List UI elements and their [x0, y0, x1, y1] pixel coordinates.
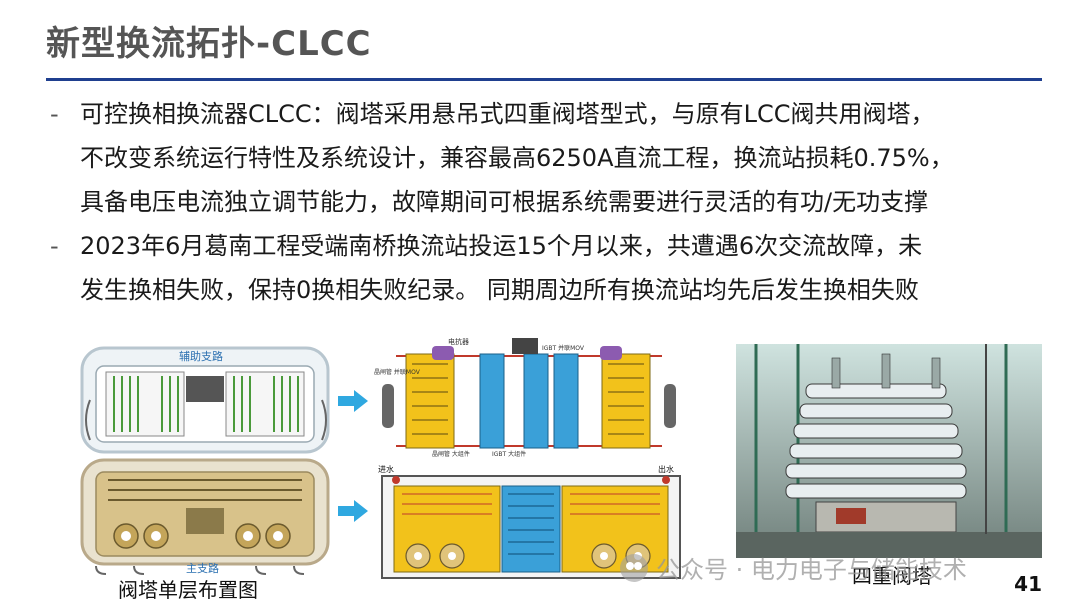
- bullet-item-1: - 可控换相换流器CLCC：阀塔采用悬吊式四重阀塔型式，与原有LCC阀共用阀塔，…: [46, 92, 1046, 224]
- left-figure-caption: 阀塔单层布置图: [118, 578, 258, 602]
- arrow-right-icon: [338, 500, 368, 522]
- bullet-marker: -: [50, 100, 59, 128]
- valve-layer-diagram: 辅助支路 主支路: [80, 346, 330, 575]
- igbt-module-label: IGBT 大组件: [492, 450, 526, 458]
- aux-branch-label: 辅助支路: [179, 349, 223, 363]
- main-branch-label: 主支路: [186, 562, 219, 575]
- bullet-list: - 可控换相换流器CLCC：阀塔采用悬吊式四重阀塔型式，与原有LCC阀共用阀塔，…: [46, 92, 1046, 312]
- bullet-line: 2023年6月葛南工程受端南桥换流站投运15个月以来，共遭遇6次交流故障，未: [80, 232, 923, 260]
- watermark-text: 公众号 · 电力电子与储能技术: [656, 556, 967, 584]
- right-figure-caption: 四重阀塔: [852, 564, 932, 588]
- reactor-label: 电抗器: [448, 337, 469, 346]
- arrow-right-icon: [338, 390, 368, 412]
- valve-module-diagram: 电抗器 IGBT 并联MOV 晶闸管 并联MOV 晶闸管 大组件 IGBT 大组…: [372, 334, 690, 582]
- valve-module-svg: 电抗器 IGBT 并联MOV 晶闸管 并联MOV 晶闸管 大组件 IGBT 大组…: [374, 337, 686, 579]
- bullet-marker: -: [50, 232, 59, 260]
- quad-valve-tower-photo: [736, 344, 1042, 558]
- valve-tower-image: [736, 344, 1042, 558]
- bullet-item-2: - 2023年6月葛南工程受端南桥换流站投运15个月以来，共遭遇6次交流故障，未…: [46, 224, 1046, 312]
- watermark: 公众号 · 电力电子与储能技术: [620, 550, 967, 585]
- bullet-line: 发生换相失败，保持0换相失败纪录。 同期周边所有换流站均先后发生换相失败: [80, 276, 919, 304]
- thyristor-module-label: 晶闸管 大组件: [432, 450, 470, 458]
- bullet-line: 不改变系统运行特性及系统设计，兼容最高6250A直流工程，换流站损耗0.75%，: [80, 144, 954, 172]
- bullet-line: 可控换相换流器CLCC：阀塔采用悬吊式四重阀塔型式，与原有LCC阀共用阀塔，: [80, 100, 935, 128]
- title-underline: [46, 78, 1042, 81]
- bullet-line: 具备电压电流独立调节能力，故障期间可根据系统需要进行灵活的有功/无功支撑: [80, 188, 929, 216]
- page-title: 新型换流拓扑-CLCC: [46, 24, 372, 64]
- valve-layer-layout-figure: 辅助支路 主支路: [76, 340, 336, 576]
- thyristor-mov-label: 晶闸管 并联MOV: [374, 368, 421, 376]
- water-out-label: 出水: [658, 464, 674, 474]
- page-number: 41: [1014, 572, 1042, 596]
- igbt-mov-label: IGBT 并联MOV: [542, 344, 585, 352]
- water-in-label: 进水: [378, 464, 394, 474]
- wechat-logo-icon: [620, 553, 648, 582]
